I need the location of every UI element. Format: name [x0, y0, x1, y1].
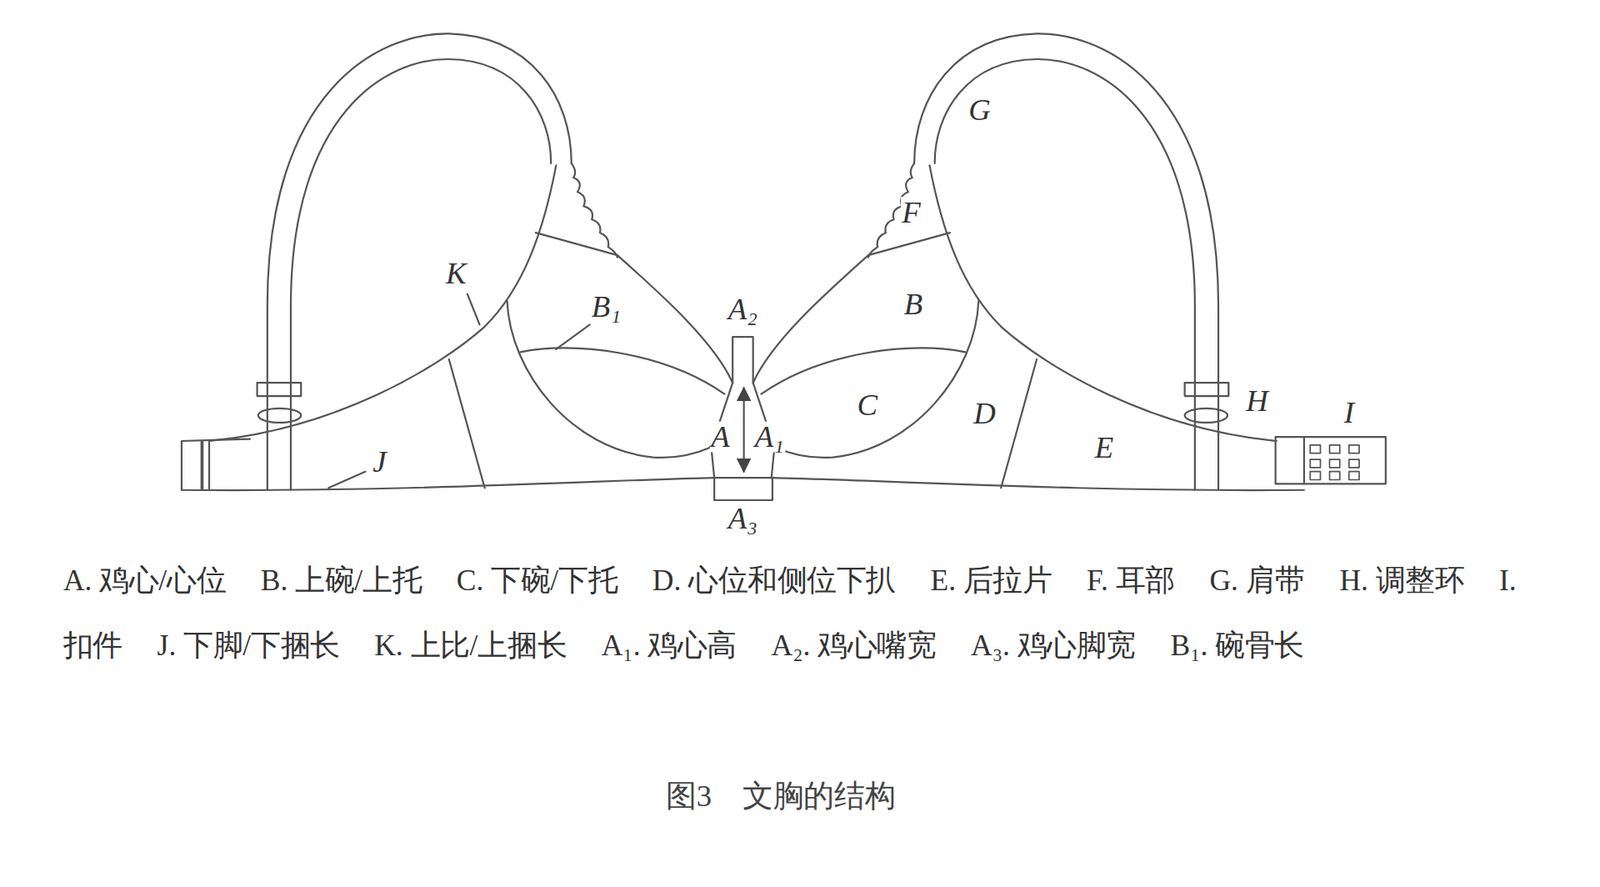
key-entry: B. 上碗/上托 [260, 563, 422, 596]
key-entry: A. 鸡心/心位 [63, 563, 226, 596]
hook-eyes [1310, 445, 1360, 480]
part-letter: A₁ [753, 421, 785, 453]
part-letter: B₁ [590, 290, 623, 322]
part-letter: A₃ [727, 503, 760, 535]
leader-line [555, 324, 590, 349]
key-entry: A₃. 鸡心脚宽 [970, 628, 1136, 661]
key-entry: D. 心位和侧位下扒 [652, 563, 896, 596]
gore-foot-bracket [714, 477, 773, 500]
key-entry: A₁. 鸡心高 [601, 628, 737, 661]
part-letter: H [1245, 385, 1270, 417]
part-letter: I [1342, 396, 1355, 428]
part-letter: D [972, 398, 997, 430]
part-letter: C [855, 390, 879, 421]
key-block: A. 鸡心/心位 B. 上碗/上托 C. 下碗/下托 D. 心位和侧位下扒 E. 后拉片… [63, 546, 1523, 678]
part-letter: A [710, 421, 731, 453]
part-letter: F [900, 196, 922, 228]
leader-line [467, 294, 480, 325]
key-entry: G. 肩带 [1209, 563, 1305, 596]
part-letter: E [1093, 431, 1115, 463]
key-entry: K. 上比/上捆长 [374, 628, 567, 661]
key-entry: E. 后拉片 [930, 563, 1052, 596]
eye-tape-seam [1303, 436, 1305, 484]
key-entry: H. 调整环 [1339, 563, 1465, 596]
key-entry: A₂. 鸡心嘴宽 [771, 628, 937, 661]
part-letter: B [902, 289, 924, 320]
key-entry: J. 下脚/下捆长 [157, 628, 340, 661]
eye-tape [1275, 436, 1386, 484]
key-entry: F. 耳部 [1086, 563, 1175, 596]
hook-tape [181, 439, 250, 490]
figure-caption: 图3 文胸的结构 [0, 775, 1561, 818]
part-letter: K [445, 258, 468, 290]
leader-line [328, 471, 365, 489]
hook-tape-edge [200, 441, 205, 489]
part-letter: J [371, 445, 388, 477]
gore-mouth-bracket [732, 336, 753, 383]
key-entry: B₁. 碗骨长 [1170, 628, 1305, 661]
part-letter: A₂ [727, 294, 760, 325]
part-letter: G [967, 95, 992, 126]
gore-height-arrow [743, 387, 745, 471]
key-entry: C. 下碗/下托 [456, 563, 618, 596]
